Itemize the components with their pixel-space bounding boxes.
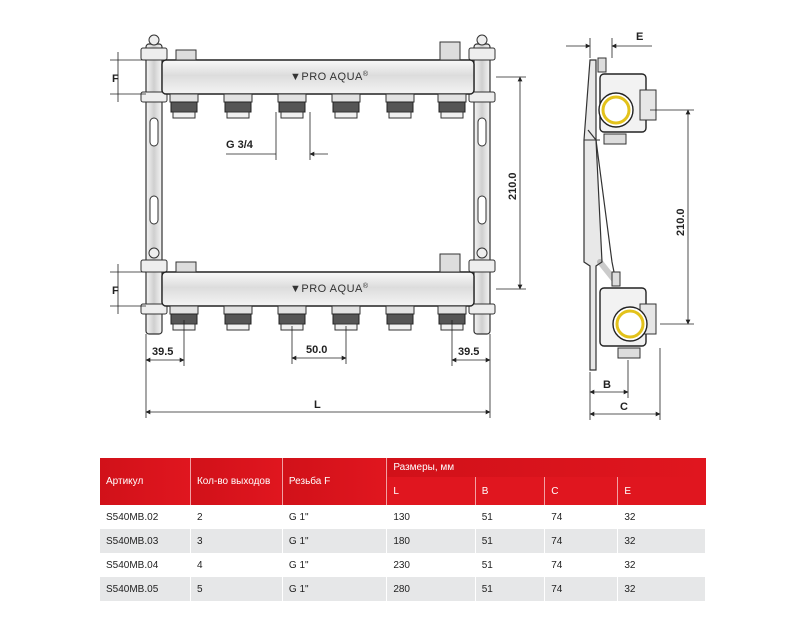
cell-c: 74 xyxy=(544,577,619,601)
outlet-fitting xyxy=(385,93,415,119)
technical-drawing: ▼PRO AQUA® ▼PRO AQUA® xyxy=(110,31,694,420)
cell-c: 74 xyxy=(544,553,619,577)
header-c: C xyxy=(544,477,619,505)
top-right-plug xyxy=(439,41,461,61)
bottom-logo: ▼PRO AQUA® xyxy=(290,282,369,295)
table-row: S540MB.03 3 G 1" 180 51 74 32 xyxy=(100,529,706,553)
cell-article: S540MB.03 xyxy=(100,529,191,553)
front-dimensions xyxy=(110,52,526,418)
left-bracket-slot xyxy=(149,195,159,225)
cell-thread: G 1" xyxy=(282,577,388,601)
cell-article: S540MB.04 xyxy=(100,553,191,577)
outlet-fitting xyxy=(169,93,199,119)
cell-l: 130 xyxy=(386,505,476,529)
header-b: B xyxy=(475,477,546,505)
cell-e: 32 xyxy=(617,553,706,577)
left-bracket-slot xyxy=(149,117,159,147)
cell-l: 230 xyxy=(386,553,476,577)
cell-thread: G 1" xyxy=(282,529,388,553)
cell-outlets: 4 xyxy=(190,553,283,577)
bottom-manifold-bar xyxy=(161,271,475,307)
dim-height-front: 210.0 xyxy=(507,172,519,200)
bracket-clamps xyxy=(140,34,496,315)
header-article: Артикул xyxy=(100,458,191,505)
table-header-row: Артикул Кол-во выходов Резьба F Размеры,… xyxy=(100,458,706,505)
spec-table: Артикул Кол-во выходов Резьба F Размеры,… xyxy=(100,458,706,601)
header-outlets: Кол-во выходов xyxy=(190,458,283,505)
outlet-fitting xyxy=(385,305,415,331)
header-l: L xyxy=(386,477,476,505)
table-subheader-row: L B C E xyxy=(100,477,706,505)
dim-c: C xyxy=(620,401,628,413)
top-logo: ▼PRO AQUA® xyxy=(290,70,369,83)
outlet-fitting xyxy=(331,93,361,119)
cell-b: 51 xyxy=(475,529,546,553)
cell-c: 74 xyxy=(544,505,619,529)
dim-pitch: 50.0 xyxy=(306,344,327,356)
outlet-fitting xyxy=(277,93,307,119)
top-manifold-bar xyxy=(161,59,475,95)
dim-f-top: F xyxy=(112,73,119,85)
cell-outlets: 5 xyxy=(190,577,283,601)
header-e: E xyxy=(617,477,706,505)
bottom-outlets xyxy=(169,305,467,331)
dim-e: E xyxy=(636,31,643,43)
bottom-left-plug xyxy=(175,261,197,273)
cell-article: S540MB.02 xyxy=(100,505,191,529)
dim-f-bottom: F xyxy=(112,285,119,297)
outlet-fitting xyxy=(223,305,253,331)
front-view: ▼PRO AQUA® ▼PRO AQUA® xyxy=(110,34,526,418)
dim-b: B xyxy=(603,379,611,391)
side-bracket-profile xyxy=(583,59,603,371)
outlet-fitting xyxy=(437,93,467,119)
top-left-plug xyxy=(175,49,197,61)
header-dims-group: Размеры, мм xyxy=(386,458,706,477)
outlet-fitting xyxy=(223,93,253,119)
dim-thread-label: G 3/4 xyxy=(226,139,254,151)
right-bracket-slot xyxy=(477,195,487,225)
right-bracket-slot xyxy=(477,117,487,147)
table-row: S540MB.02 2 G 1" 130 51 74 32 xyxy=(100,505,706,529)
dim-left-offset: 39.5 xyxy=(152,346,173,358)
cell-e: 32 xyxy=(617,529,706,553)
header-thread: Резьба F xyxy=(282,458,388,505)
bottom-right-plug xyxy=(439,253,461,273)
dim-right-offset: 39.5 xyxy=(458,346,479,358)
cell-article: S540MB.05 xyxy=(100,577,191,601)
table-row: S540MB.04 4 G 1" 230 51 74 32 xyxy=(100,553,706,577)
side-dimensions xyxy=(566,38,694,420)
cell-e: 32 xyxy=(617,505,706,529)
table-row: S540MB.05 5 G 1" 280 51 74 32 xyxy=(100,577,706,601)
cell-l: 280 xyxy=(386,577,476,601)
dim-height-side: 210.0 xyxy=(675,208,687,236)
cell-e: 32 xyxy=(617,577,706,601)
cell-c: 74 xyxy=(544,529,619,553)
left-bracket xyxy=(145,43,163,335)
cell-outlets: 2 xyxy=(190,505,283,529)
dim-length: L xyxy=(314,399,321,411)
cell-b: 51 xyxy=(475,505,546,529)
top-outlets xyxy=(169,93,467,119)
side-view: E 210.0 B C xyxy=(566,31,694,420)
cell-outlets: 3 xyxy=(190,529,283,553)
right-bracket xyxy=(473,43,491,335)
cell-thread: G 1" xyxy=(282,553,388,577)
cell-b: 51 xyxy=(475,577,546,601)
cell-thread: G 1" xyxy=(282,505,388,529)
cell-b: 51 xyxy=(475,553,546,577)
cell-l: 180 xyxy=(386,529,476,553)
